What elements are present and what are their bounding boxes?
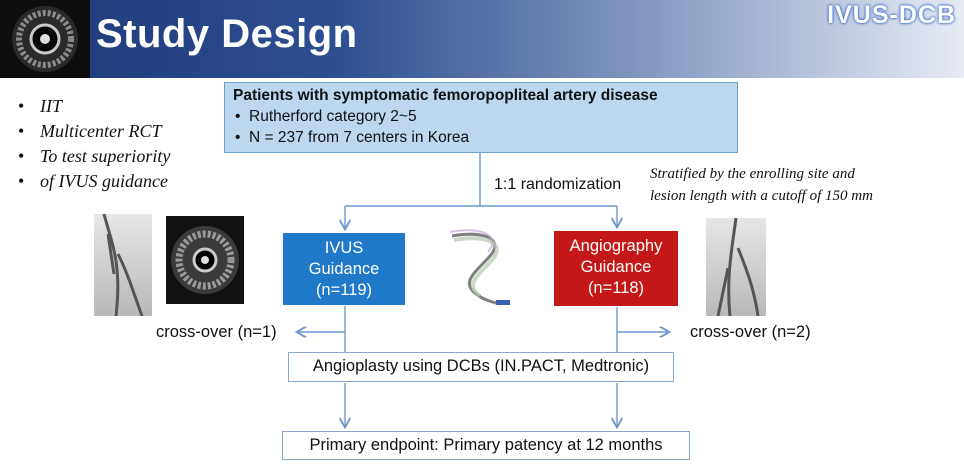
bullet-item: To test superiority	[18, 144, 170, 169]
ivus-guidance-arm: IVUS Guidance (n=119)	[283, 233, 405, 305]
patients-count: N = 237 from 7 centers in Korea	[233, 127, 729, 148]
bullet-item: IIT	[18, 94, 170, 119]
bullet-item: Multicenter RCT	[18, 119, 170, 144]
header-banner: Study Design IVUS-DCB	[0, 0, 964, 78]
patients-box: Patients with symptomatic femoropoplitea…	[224, 82, 738, 153]
primary-endpoint-box: Primary endpoint: Primary patency at 12 …	[282, 431, 690, 460]
randomization-label: 1:1 randomization	[494, 176, 622, 193]
patients-criteria: Rutherford category 2~5	[233, 106, 729, 127]
design-bullets: IIT Multicenter RCT To test superiority …	[18, 94, 170, 194]
angiogram-image-left	[94, 214, 152, 316]
page-title: Study Design	[96, 12, 358, 56]
patients-heading: Patients with symptomatic femoropoplitea…	[233, 87, 658, 104]
angioplasty-box: Angioplasty using DCBs (IN.PACT, Medtron…	[288, 352, 674, 382]
angiogram-image-right	[706, 218, 766, 316]
bullet-continuation: of IVUS guidance	[18, 169, 170, 194]
study-tag: IVUS-DCB	[827, 1, 956, 29]
ivus-crosssection-image	[166, 216, 244, 304]
crossover-ivus: cross-over (n=1)	[156, 323, 277, 341]
stratification-note: Stratified by the enrolling site and les…	[650, 166, 873, 204]
crossover-angiography: cross-over (n=2)	[690, 323, 811, 341]
dcb-device-icon	[449, 229, 510, 306]
ivus-image-icon	[0, 0, 90, 78]
angiography-guidance-arm: Angiography Guidance (n=118)	[554, 231, 678, 306]
